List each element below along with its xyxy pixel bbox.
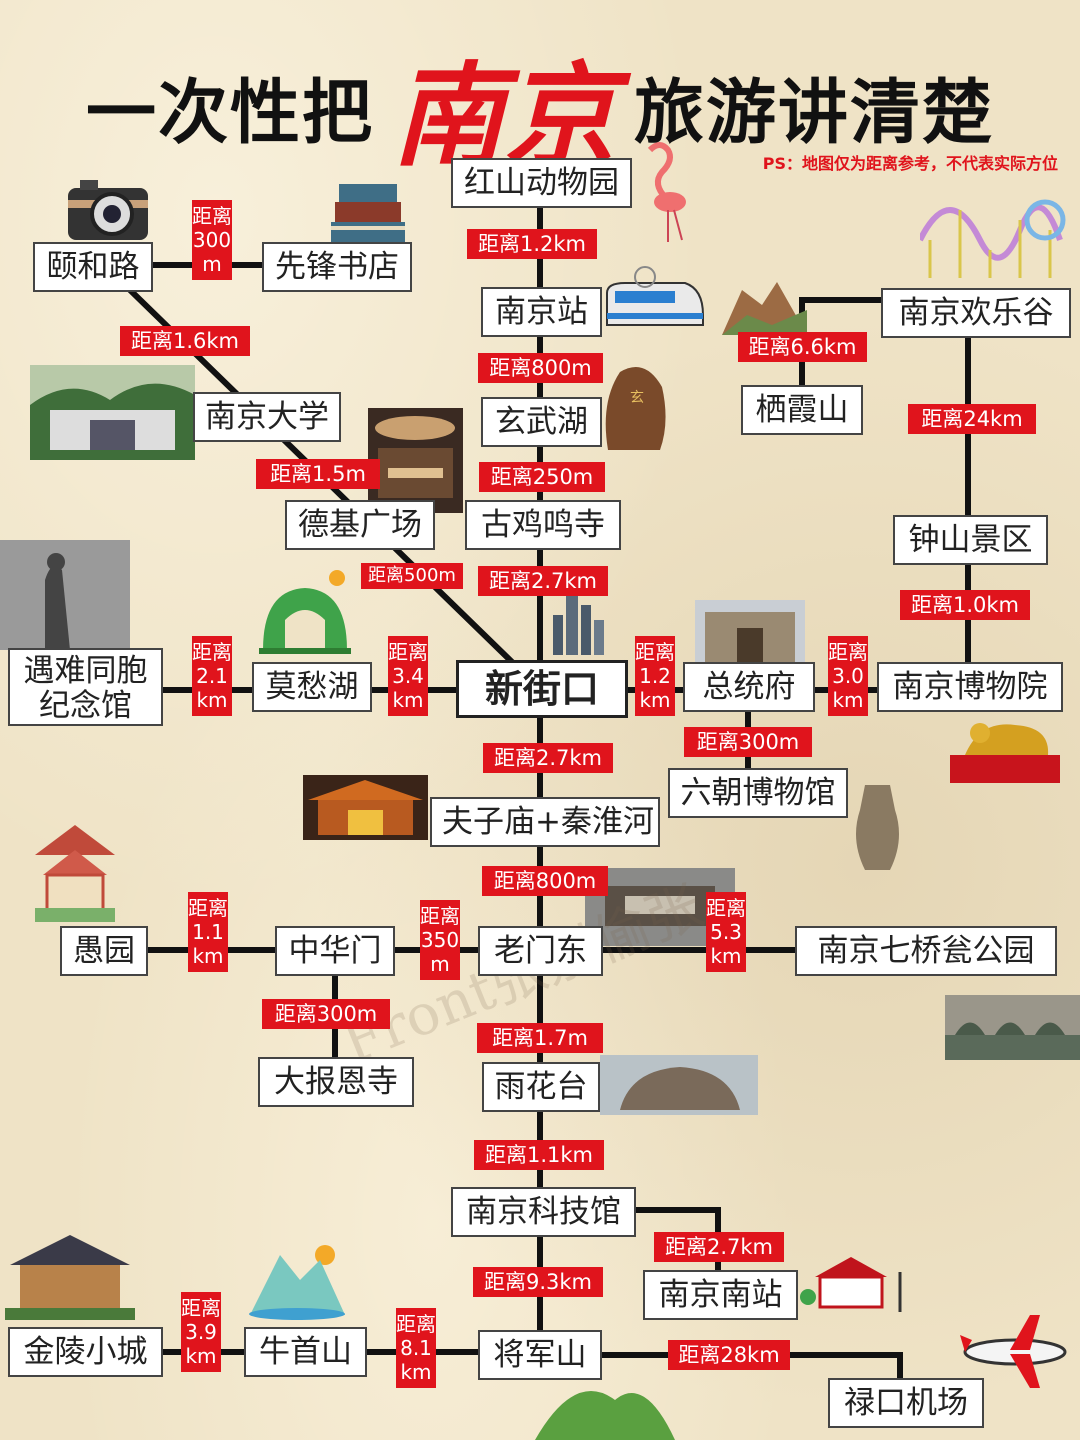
jinling-building-photo: [5, 1235, 135, 1320]
dist-fuzimiao-laomendong: 距离800m: [482, 866, 608, 896]
place-laomendong[interactable]: 老门东: [478, 926, 603, 976]
yuhuatai-rock-photo: [600, 1055, 758, 1115]
dist-yihe-xianfeng: 距离300m: [192, 200, 232, 280]
place-nanjing-museum[interactable]: 南京博物院: [877, 662, 1063, 712]
dist-memorial-mochou: 距离2.1km: [192, 636, 232, 716]
place-xinjiekou[interactable]: 新街口: [456, 660, 628, 718]
dist-xinjiekou-palace: 距离1.2km: [635, 636, 675, 716]
deji-interior-photo: [368, 408, 463, 513]
place-happy-valley[interactable]: 南京欢乐谷: [881, 288, 1071, 338]
stone-bridge-photo: [945, 995, 1080, 1060]
dist-zhonghuamen-dabaoen: 距离300m: [262, 999, 390, 1029]
place-lukou-airport[interactable]: 禄口机场: [828, 1378, 984, 1428]
place-xianfeng-bookstore[interactable]: 先锋书店: [262, 242, 412, 292]
place-qiqiaoweng-park[interactable]: 南京七桥瓮公园: [795, 926, 1057, 976]
dist-station-xuanwu: 距离800m: [478, 353, 603, 383]
presidential-palace-photo: [695, 600, 805, 662]
title-part-2: 旅游讲清楚: [634, 71, 994, 154]
place-hongshan-zoo[interactable]: 红山动物园: [451, 158, 632, 208]
page-title: 一次性把南京旅游讲清楚: [0, 26, 1080, 182]
place-yuyuan[interactable]: 愚园: [60, 926, 148, 976]
place-six-dynasties-museum[interactable]: 六朝博物馆: [668, 768, 848, 818]
dist-science-jiangjun: 距离9.3km: [473, 1267, 603, 1297]
place-zhonghuamen[interactable]: 中华门: [275, 926, 395, 976]
niushou-mountain-icon: [249, 1245, 345, 1320]
dist-yuhuatai-science: 距离1.1km: [474, 1140, 604, 1170]
train-icon: [606, 266, 704, 326]
dist-laomendong-yuhuatai: 距离1.7m: [477, 1023, 603, 1053]
place-zhongshan-scenic[interactable]: 钟山景区: [893, 515, 1048, 565]
place-nanjing-station[interactable]: 南京站: [481, 287, 602, 337]
rollercoaster-icon: [920, 199, 1066, 278]
green-hill-illustration: [535, 1391, 675, 1440]
dist-science-south: 距离2.7km: [654, 1232, 784, 1262]
place-yihe-road[interactable]: 颐和路: [33, 242, 153, 292]
dist-mochou-xinjiekou: 距离3.4km: [388, 636, 428, 716]
dist-xuanwu-jiming: 距离250m: [479, 462, 605, 492]
place-jiming-temple[interactable]: 古鸡鸣寺: [465, 500, 621, 550]
place-yuhuatai[interactable]: 雨花台: [482, 1062, 600, 1112]
dist-xinjiekou-fuzimiao: 距离2.7km: [483, 743, 613, 773]
memorial-statue-photo: [0, 540, 130, 650]
title-part-1: 一次性把: [86, 71, 374, 154]
pavilion-icon: [35, 825, 115, 922]
mochou-gate-icon: [259, 570, 351, 654]
qixia-mountain-photo: [722, 282, 807, 335]
nju-gate-photo: [30, 365, 195, 460]
place-fuzimiao-qinhuai[interactable]: 夫子庙+秦淮河: [430, 797, 660, 847]
dist-laomendong-qiqiao: 距离5.3km: [706, 892, 746, 972]
golden-beast-photo: [950, 723, 1060, 783]
place-nanjing-university[interactable]: 南京大学: [193, 392, 341, 442]
place-niushou-mountain[interactable]: 牛首山: [244, 1327, 367, 1377]
flamingo-icon: [647, 142, 686, 242]
south-station-icon: [800, 1257, 902, 1312]
place-xuanwu-lake[interactable]: 玄武湖: [481, 397, 602, 447]
nanjing-towers-photo: [553, 595, 604, 655]
dist-palace-museum: 距离3.0km: [828, 636, 868, 716]
place-jiangjun-mountain[interactable]: 将军山: [478, 1330, 602, 1380]
dist-nju-deji: 距离1.5m: [256, 459, 380, 489]
dist-jiming-xinjiekou: 距离2.7km: [478, 566, 608, 596]
place-mochou-lake[interactable]: 莫愁湖: [252, 662, 372, 712]
place-nanjing-south-station[interactable]: 南京南站: [643, 1270, 798, 1320]
place-jinling-town[interactable]: 金陵小城: [8, 1327, 163, 1377]
map-disclaimer: PS：地图仅为距离参考，不代表实际方位: [762, 154, 1058, 173]
dist-jinling-niushou: 距离3.9km: [181, 1292, 221, 1372]
dist-zhonghuamen-laomendong: 距离350m: [420, 900, 460, 980]
place-qixia-mountain[interactable]: 栖霞山: [741, 385, 863, 435]
dist-jiangjun-airport: 距离28km: [668, 1340, 790, 1370]
place-dabaoen-temple[interactable]: 大报恩寺: [258, 1057, 414, 1107]
place-massacre-memorial[interactable]: 遇难同胞纪念馆: [8, 648, 163, 726]
place-presidential-palace[interactable]: 总统府: [683, 662, 815, 712]
dist-palace-six: 距离300m: [684, 727, 812, 757]
dist-zhongshan-museum: 距离1.0km: [900, 590, 1030, 620]
dist-yihe-nju: 距离1.6km: [120, 326, 250, 356]
xuanwu-rock-photo: 玄: [605, 367, 666, 450]
dist-happy-zhongshan: 距离24km: [908, 404, 1036, 434]
dist-hongshan-station: 距离1.2km: [467, 229, 597, 259]
dist-deji-xinjiekou: 距离500m: [361, 563, 463, 589]
place-deji-plaza[interactable]: 德基广场: [285, 500, 435, 550]
fuzimiao-photo: [303, 775, 428, 840]
pottery-photo: [856, 785, 899, 870]
dist-niushou-jiangjun: 距离8.1km: [396, 1308, 436, 1388]
place-science-museum[interactable]: 南京科技馆: [451, 1187, 636, 1237]
dist-yuyuan-zhonghuamen: 距离1.1km: [188, 892, 228, 972]
camera-icon: [68, 180, 148, 240]
airplane-icon: [960, 1315, 1067, 1388]
svg-text:玄: 玄: [630, 389, 644, 406]
books-icon: [331, 184, 405, 242]
dist-qixia-happy: 距离6.6km: [738, 332, 867, 362]
